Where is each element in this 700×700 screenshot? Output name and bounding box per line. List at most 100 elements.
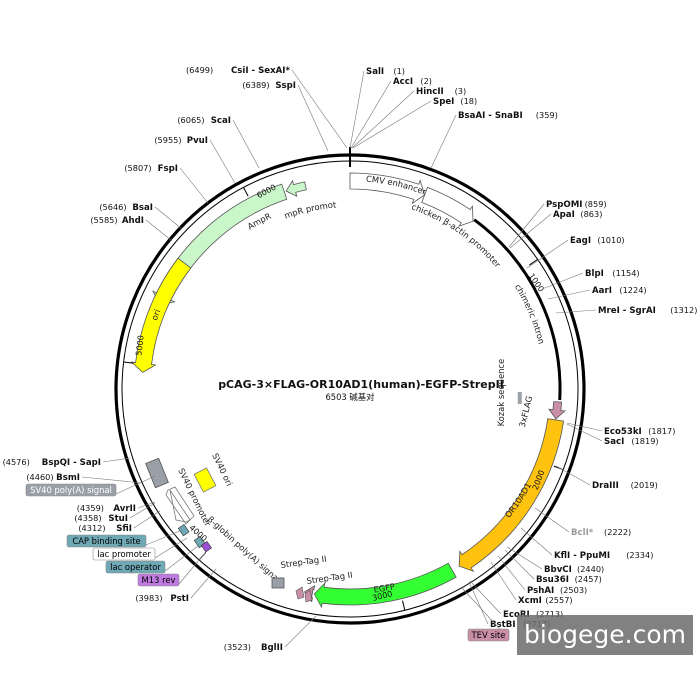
site-position: (2) [420, 76, 432, 86]
site-leader-line [351, 90, 415, 149]
watermark: biogege.com [517, 615, 693, 655]
site-apai[interactable]: ApaI(863) [509, 209, 602, 249]
site-position: (2440) [577, 564, 604, 574]
site-leader-line [534, 507, 570, 533]
site-leader-line [154, 206, 183, 230]
tick-mark [529, 258, 538, 266]
boxed-label-leader [178, 552, 206, 585]
boxed-label-text: CAP binding site [72, 536, 140, 546]
site-position: (2713) [536, 609, 563, 619]
site-pshai[interactable]: PshAI(2503) [497, 555, 587, 596]
feature-label-text: AmpR promoter [0, 0, 337, 221]
site-position: (4460) [26, 472, 53, 482]
feature-cmv-enhancer-arrow [349, 172, 426, 205]
site-name: Bsu36I [536, 575, 569, 585]
site-position: (1819) [631, 436, 658, 446]
site-name: BbvCI [544, 565, 572, 575]
site-name: BsaI [132, 203, 153, 213]
boxed-label-lac-operator[interactable]: lac operator [105, 545, 199, 574]
site-saci[interactable]: SacI(1819) [566, 423, 659, 447]
site-bsmi[interactable]: BsmI(4460) [26, 472, 143, 484]
site-leader-line [526, 239, 569, 269]
boxed-label-cap-binding-site[interactable]: CAP binding site [66, 529, 183, 548]
site-eco53ki[interactable]: Eco53kI(1817) [566, 422, 675, 437]
site-name: AarI [592, 286, 612, 296]
tick-mark [123, 361, 134, 364]
boxed-label-tev-site[interactable]: TEV site [461, 587, 510, 642]
site-leader-line [497, 555, 526, 591]
site-fspi[interactable]: FspI(5807) [124, 163, 209, 204]
site-leader-line [284, 615, 317, 648]
boxed-label-lac-promoter[interactable]: lac promoter [92, 537, 188, 561]
feature-m13-rev-box [200, 541, 212, 553]
site-avrii[interactable]: AvrII(4359) [77, 501, 156, 514]
site-name: AvrII [113, 504, 136, 514]
site-eagi[interactable]: EagI(1010) [526, 235, 625, 269]
site-leader-line [541, 272, 584, 290]
site-position: (18) [460, 96, 477, 106]
feature-label-text: EGFP [373, 581, 396, 594]
site-name: BglII [261, 643, 283, 653]
site-sfii[interactable]: SfiI (4312) [78, 510, 161, 534]
site-ecori[interactable]: EcoRI(2713) [469, 580, 563, 620]
site-leader-line [566, 423, 603, 442]
site-name: PvuI [187, 136, 208, 146]
site-position: (3) [455, 86, 467, 96]
site-pvui[interactable]: PvuI(5955) [154, 135, 236, 184]
site-stui[interactable]: StuI(4358) [74, 502, 156, 524]
plasmid-size: 6503 碱基对 [325, 392, 375, 402]
site-name: BsaAI - SnaBI [458, 111, 523, 121]
site-leader-line [490, 561, 517, 601]
site-psti[interactable]: PstI(3983) [135, 568, 217, 604]
site-acci[interactable]: AccI (2) [350, 76, 432, 149]
site-aari[interactable]: AarI(1224) [547, 285, 647, 300]
site-blpi[interactable]: BlpI(1154) [541, 268, 640, 290]
feature-label: Kozak sequence [496, 359, 506, 427]
site-csii-sexai-[interactable]: CsiI - SexAI*(6499) [186, 65, 348, 149]
site-xcmi[interactable]: XcmI(2557) [490, 561, 573, 606]
boxed-label-sv40-poly-a-signal[interactable]: SV40 poly(A) signal [25, 475, 156, 497]
site-name: Eco53kI [604, 427, 642, 437]
site-hincii[interactable]: HincII(3) [351, 86, 467, 149]
site-scai[interactable]: ScaI(6065) [177, 115, 260, 169]
site-pspomi[interactable]: PspOMI(859) [508, 199, 607, 248]
site-ahdi[interactable]: AhdI(5585) [90, 215, 173, 242]
site-bspqi-sapi[interactable]: BspQI - SapI(4576) [3, 457, 131, 468]
site-leader-line [129, 502, 156, 519]
site-sali[interactable]: SalI(1) [349, 66, 405, 149]
feature-beta-globin-box [271, 577, 285, 589]
site-name: SfiI [116, 524, 132, 534]
site-leader-line [509, 213, 552, 249]
site-spei[interactable]: SpeI(18) [352, 96, 477, 149]
boxed-label-background [105, 560, 166, 574]
site-bsu36i[interactable]: Bsu36I(2457) [504, 549, 602, 585]
site-leader-line [350, 80, 392, 149]
boxed-label-leader [145, 529, 183, 546]
site-name: BclI* [571, 528, 594, 538]
site-position: (3523) [224, 642, 251, 652]
site-leader-line [508, 203, 545, 248]
site-bsaai-snabi[interactable]: BsaAI - SnaBI(359) [430, 110, 558, 169]
site-position: (4312) [78, 523, 105, 533]
site-kfli-ppumi[interactable]: KflI - PpuMI(2334) [520, 527, 653, 561]
site-name: CsiI - SexAI* [231, 66, 291, 76]
site-bcli-[interactable]: BclI*(2222) [534, 507, 631, 538]
boxed-label-text: TEV site [471, 630, 506, 640]
site-mrei-sgrai[interactable]: MreI - SgrAI(1312) [555, 305, 697, 316]
feature-label-text: ori [149, 308, 162, 322]
boxed-label-text: M13 rev [142, 575, 176, 585]
site-leader-line [81, 476, 143, 484]
feature-3xflag-arrow [548, 401, 566, 420]
site-draiii[interactable]: DraIII(2019) [555, 465, 658, 491]
site-bsai[interactable]: BsaI(5646) [99, 202, 183, 230]
site-bglii[interactable]: BglII (3523) [224, 615, 317, 653]
feature-kozak-box [517, 391, 522, 404]
site-position: (6389) [242, 80, 269, 90]
site-bbvci[interactable]: BbvCI (2440) [506, 546, 604, 575]
boxed-label-background [25, 483, 117, 497]
feature-or10ad1-arrow [458, 418, 565, 572]
site-position: (6065) [177, 115, 204, 125]
boxed-label-m13-rev[interactable]: M13 rev [137, 552, 206, 587]
site-name: AccI [393, 77, 413, 87]
site-sspi[interactable]: SspI(6389) [242, 80, 329, 152]
